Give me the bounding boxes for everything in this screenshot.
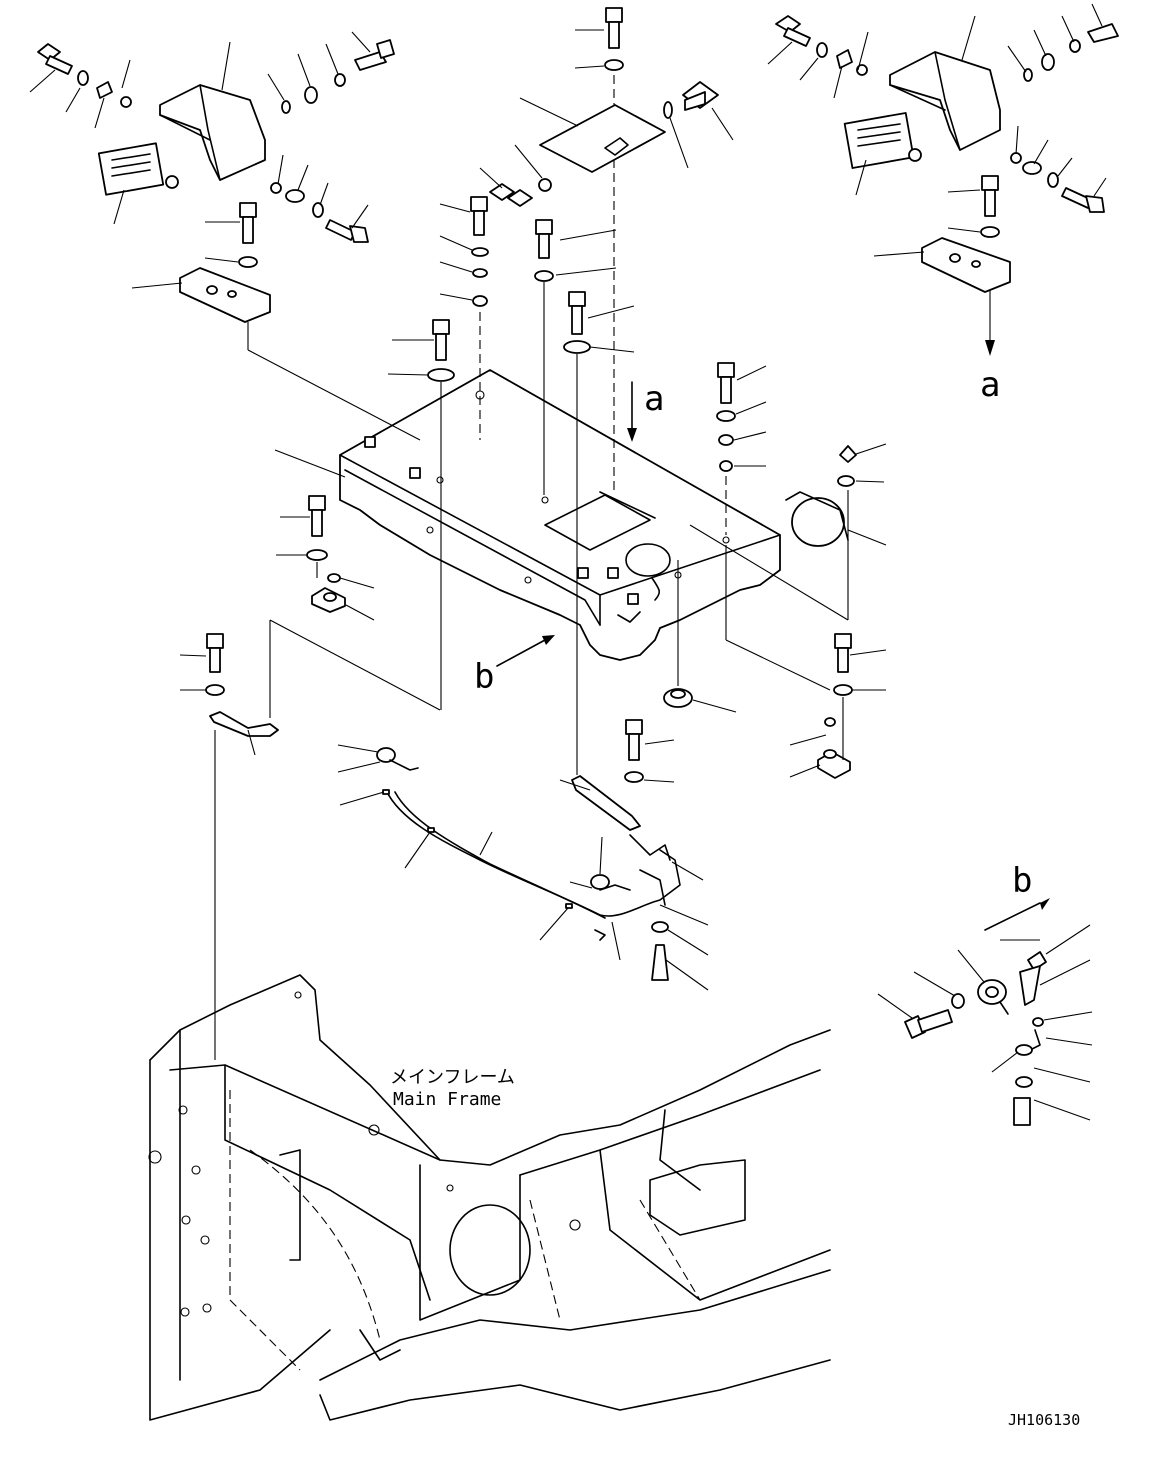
callout-b-right: b: [1012, 861, 1032, 901]
mounting-plate: [339, 369, 781, 661]
frame-label-en: Main Frame: [393, 1089, 501, 1110]
leader-lines: [29, 3, 1107, 1121]
bolt-stacks: [205, 7, 857, 1060]
callout-a-top: a: [644, 379, 664, 419]
left-lamp-assembly: [37, 39, 421, 441]
main-frame: [148, 974, 831, 1421]
frame-label-jp: メインフレーム: [390, 1067, 515, 1088]
callout-b-left: b: [474, 657, 494, 697]
right-lamp-assembly: [775, 15, 1119, 356]
drawing-number: JH106130: [1008, 1411, 1080, 1429]
detail-b: [904, 898, 1050, 1126]
wiring-harness: [376, 747, 681, 941]
callout-arrows: [496, 381, 637, 667]
callout-a-right: a: [980, 365, 1000, 405]
